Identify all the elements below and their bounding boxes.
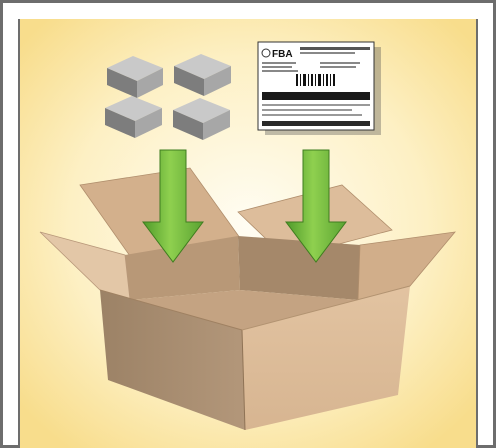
fba-shipping-label: FBA bbox=[258, 42, 381, 135]
label-logo-text: FBA bbox=[272, 49, 293, 60]
